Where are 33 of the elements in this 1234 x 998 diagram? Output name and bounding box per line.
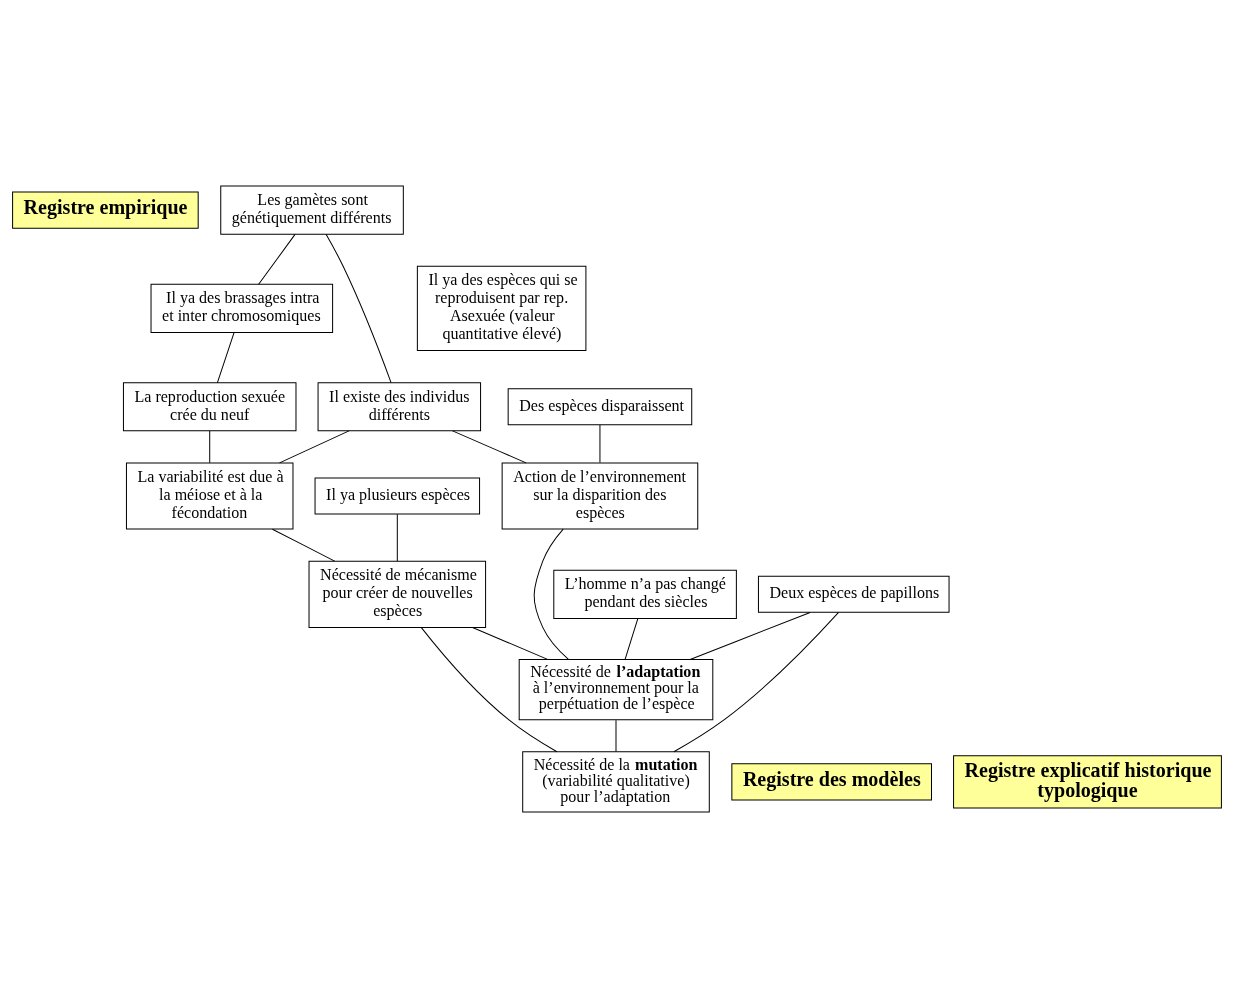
connector (624, 618, 639, 660)
node-box: Il ya plusieurs espèces (314, 477, 481, 515)
node-box: Registre explicatif historique typologique (953, 755, 1222, 809)
connector (258, 233, 296, 285)
connector (673, 611, 840, 753)
node-box: Nécessité de l’adaptation à l’environnement pour la perpétuation de l’espèce (518, 659, 714, 721)
node-box: La reproduction sexuée crée du neuf (122, 382, 297, 432)
connector (452, 430, 527, 464)
node-box: Il ya des espèces qui se reproduisent par rep. Asexuée (valeur quantitative élevé) (416, 265, 587, 352)
connector (325, 233, 392, 384)
node-box: Registre des modèles (731, 763, 932, 801)
connector (472, 626, 549, 660)
node-box: Deux espèces de papillons (757, 575, 950, 613)
connector (599, 424, 601, 464)
node-box: Il ya des brassages intra et inter chromosomiques (150, 283, 334, 333)
node-box: Les gamètes sont génétiquement différents (220, 185, 404, 235)
node-box: Registre empirique (12, 191, 199, 229)
connector (279, 430, 350, 464)
connector (689, 611, 811, 660)
node-box: Des espèces disparaissent (507, 388, 693, 426)
node-box: Action de l’environnement sur la disparition des espèces (501, 462, 699, 530)
connector (396, 513, 398, 562)
connector (420, 627, 558, 753)
connector (533, 528, 569, 660)
connector (209, 430, 211, 464)
node-box: La variabilité est due à la méiose et à la fécondation (125, 462, 294, 530)
node-box: Il existe des individus différents (317, 382, 482, 432)
connector (615, 719, 617, 753)
node-box: Nécessité de la mutation (variabilité qualitative) pour l’adaptation (522, 751, 710, 813)
node-box: Nécessité de mécanisme pour créer de nouvelles espèces (308, 560, 487, 628)
connector (216, 332, 235, 384)
connector (271, 528, 336, 562)
node-box: L’homme n’a pas changé pendant des siècles (553, 569, 737, 619)
